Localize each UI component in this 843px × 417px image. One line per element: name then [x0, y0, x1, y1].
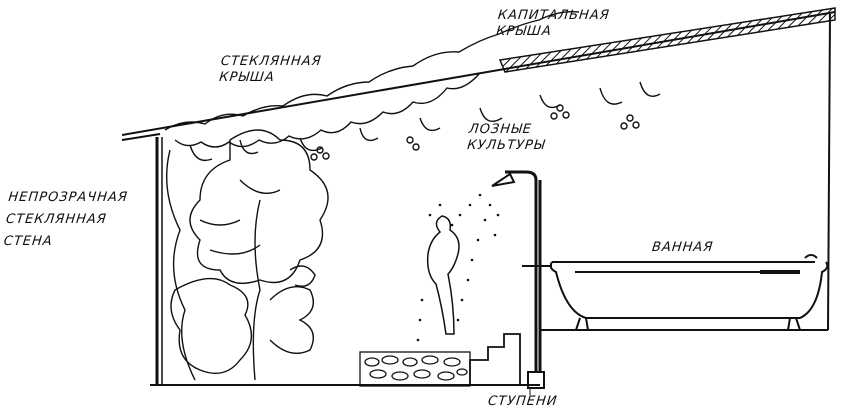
label-capital-roof: КАПИТАЛЬНАЯ КРЫША: [495, 8, 610, 40]
label-wall-line1: НЕПРОЗРАЧНАЯ: [7, 190, 129, 205]
shower-spray: [416, 193, 500, 342]
label-glass-roof-line1: СТЕКЛЯННАЯ: [220, 54, 323, 69]
label-glass-roof: СТЕКЛЯННАЯ КРЫША: [218, 54, 322, 86]
label-bathtub: ВАННАЯ: [651, 240, 715, 255]
label-steps: СТУПЕНИ: [487, 394, 559, 409]
garden-plants: [166, 129, 329, 381]
pebble-floor: [359, 351, 471, 387]
opaque-glass-wall: [155, 137, 163, 385]
label-vine-crops-line1: ЛОЗНЫЕ: [468, 122, 533, 137]
vine-foliage: [164, 10, 661, 162]
showering-figure: [426, 215, 460, 335]
label-wall-line3: СТЕНА: [2, 234, 54, 249]
roof: [121, 7, 836, 141]
label-vine-crops: ЛОЗНЫЕ КУЛЬТУРЫ: [466, 122, 548, 154]
label-opaque-glass-wall: НЕПРОЗРАЧНАЯ СТЕКЛЯННАЯ СТЕНА: [3, 187, 129, 253]
shower: [491, 170, 552, 389]
label-capital-roof-line2: КРЫША: [495, 24, 553, 39]
bathtub: [549, 254, 829, 331]
label-glass-roof-line2: КРЫША: [218, 70, 276, 85]
right-wall: [827, 13, 831, 331]
steps: [469, 333, 521, 385]
label-wall-line2: СТЕКЛЯННАЯ: [5, 212, 108, 227]
label-capital-roof-line1: КАПИТАЛЬНАЯ: [497, 8, 611, 23]
label-vine-crops-line2: КУЛЬТУРЫ: [466, 138, 547, 153]
capital-roof-hatch: [498, 7, 836, 73]
